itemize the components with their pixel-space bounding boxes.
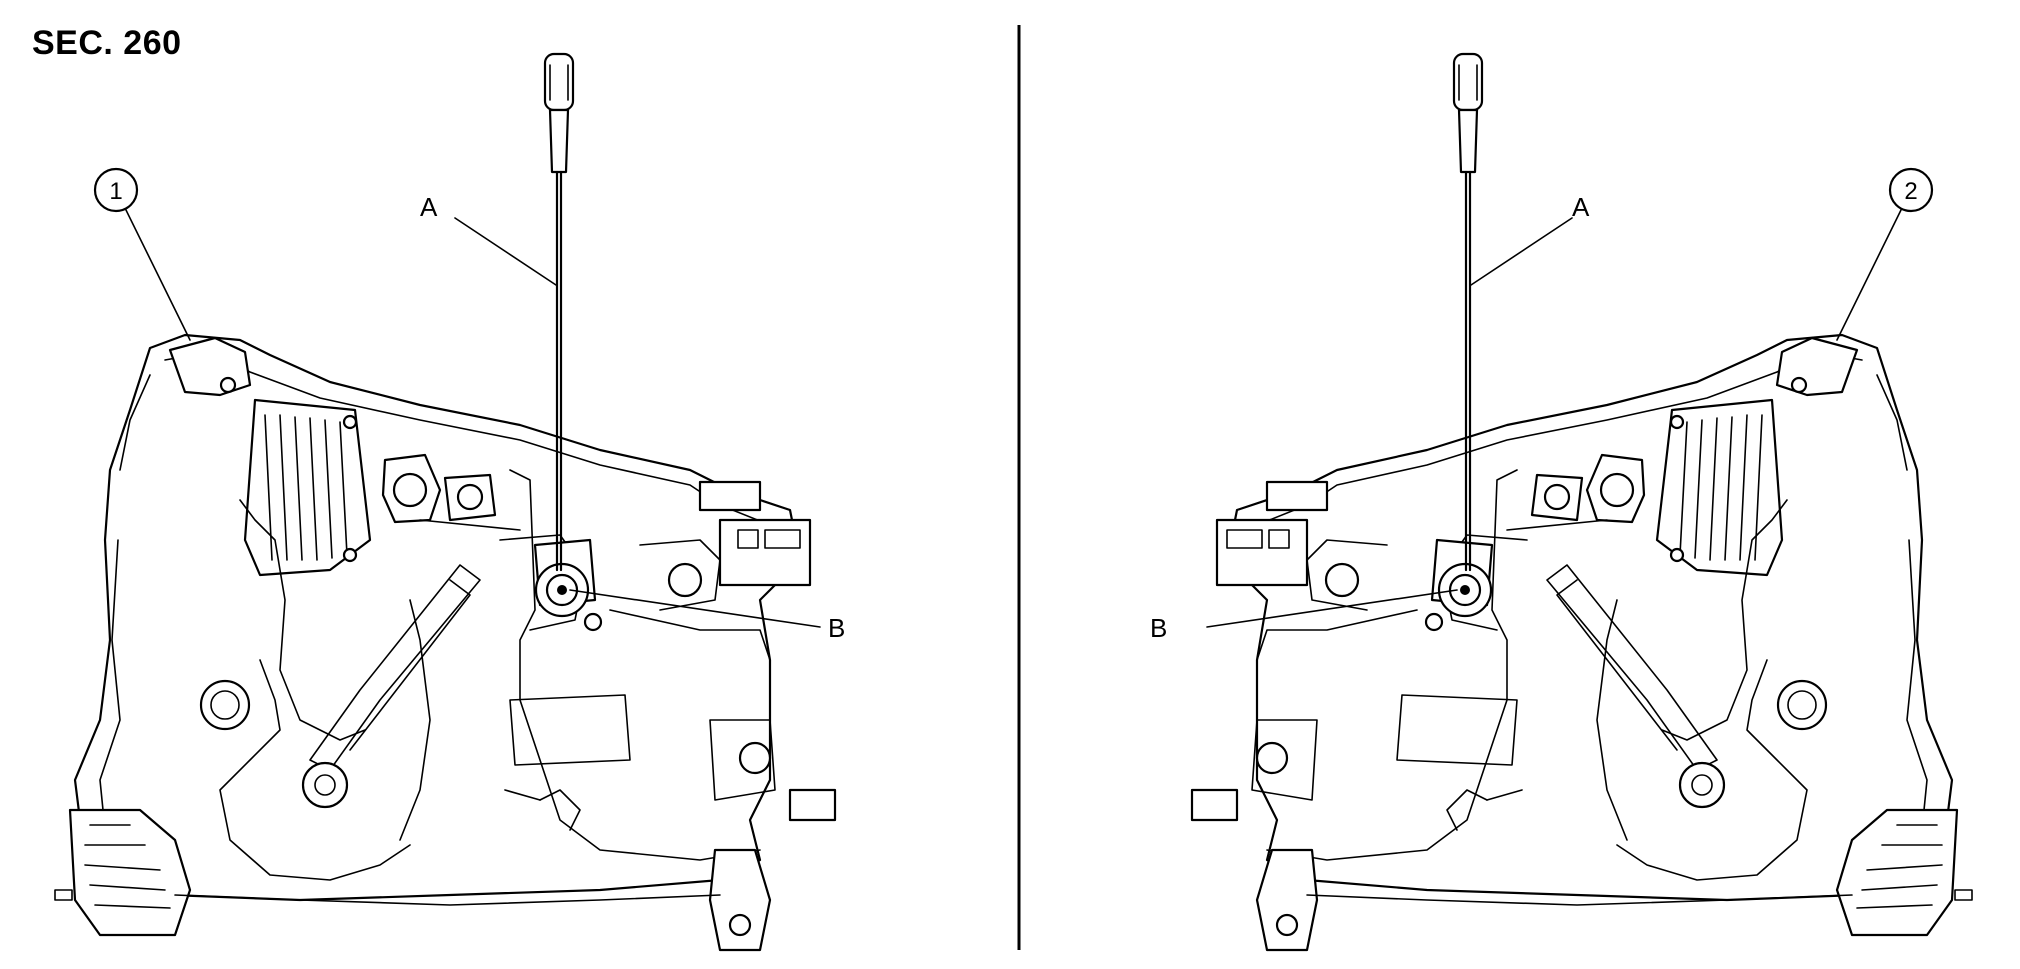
- callout-number: 2: [1904, 178, 1917, 205]
- leader-line-a: [1470, 217, 1573, 286]
- leader-line-b: [1206, 589, 1458, 628]
- leader-line-b: [569, 589, 821, 628]
- label-a: A: [420, 192, 438, 222]
- section-label: SEC. 260: [32, 24, 182, 62]
- right-headlamp-view: A B 2: [1150, 52, 1974, 952]
- aiming-screwdriver: [1452, 52, 1484, 572]
- aiming-screwdriver: [543, 52, 575, 572]
- label-a: A: [1572, 192, 1590, 222]
- leader-line-2: [1836, 209, 1902, 341]
- label-b: B: [828, 613, 845, 643]
- callout-number: 1: [109, 178, 122, 205]
- left-headlamp-view: A B 1: [53, 52, 845, 952]
- leader-line-a: [454, 217, 557, 286]
- leader-line-1: [125, 209, 191, 341]
- callout-circle: [1888, 167, 1934, 213]
- callout-circle: [93, 167, 139, 213]
- label-b: B: [1150, 613, 1167, 643]
